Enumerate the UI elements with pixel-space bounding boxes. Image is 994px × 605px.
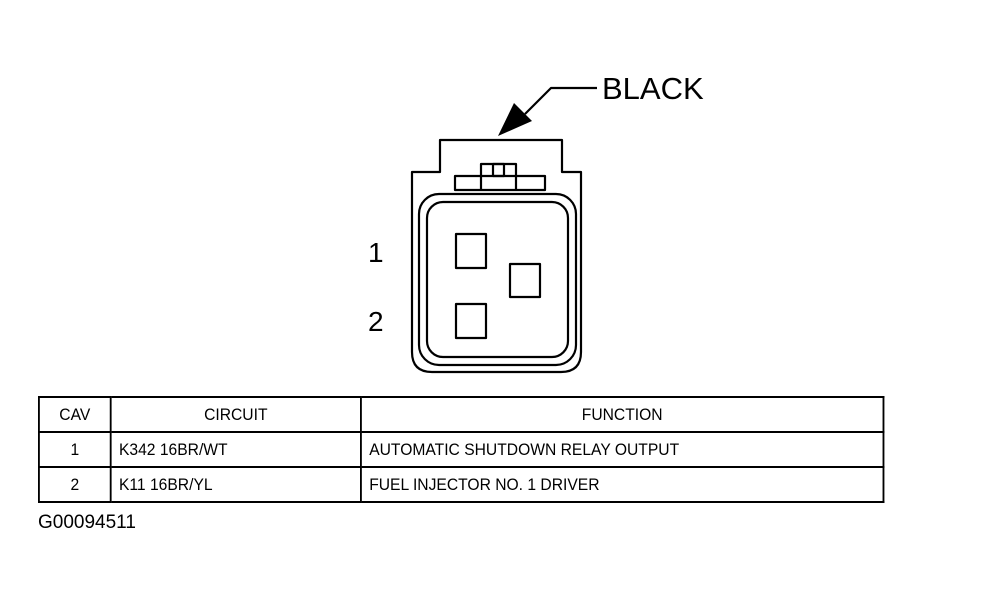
cell-function: FUEL INJECTOR NO. 1 DRIVER (360, 466, 885, 503)
connector-diagram: BLACK 1 2 (368, 71, 704, 374)
color-leader-line (524, 86, 597, 115)
header-cav: CAV (37, 396, 112, 433)
cavity-1-terminal (454, 232, 488, 270)
header-circuit: CIRCUIT (109, 396, 362, 433)
table-header-row: CAV CIRCUIT FUNCTION (37, 396, 885, 433)
color-leader-arrow (498, 103, 532, 136)
pin-assignment-table: CAV CIRCUIT FUNCTION 1 K342 16BR/WT AUTO… (37, 396, 885, 503)
connector-color-label: BLACK (602, 71, 704, 106)
cell-cav: 2 (37, 466, 112, 503)
cell-circuit: K11 16BR/YL (109, 466, 362, 503)
connector-housing-outline (410, 138, 583, 374)
locking-tab-notch (491, 162, 506, 178)
cavity-center-terminal (508, 262, 542, 299)
cavity-1-label: 1 (368, 237, 384, 268)
cell-function: AUTOMATIC SHUTDOWN RELAY OUTPUT (360, 431, 885, 468)
table-row: 2 K11 16BR/YL FUEL INJECTOR NO. 1 DRIVER (37, 466, 885, 503)
cavity-2-label: 2 (368, 306, 384, 337)
table-row: 1 K342 16BR/WT AUTOMATIC SHUTDOWN RELAY … (37, 431, 885, 468)
cell-circuit: K342 16BR/WT (109, 431, 362, 468)
header-function: FUNCTION (360, 396, 885, 433)
connector-face-outer (417, 192, 578, 367)
cell-cav: 1 (37, 431, 112, 468)
cavity-2-terminal (454, 302, 488, 340)
connector-inner-frame (453, 174, 547, 192)
figure-id: G00094511 (38, 512, 136, 533)
connector-face-inner (425, 200, 570, 359)
